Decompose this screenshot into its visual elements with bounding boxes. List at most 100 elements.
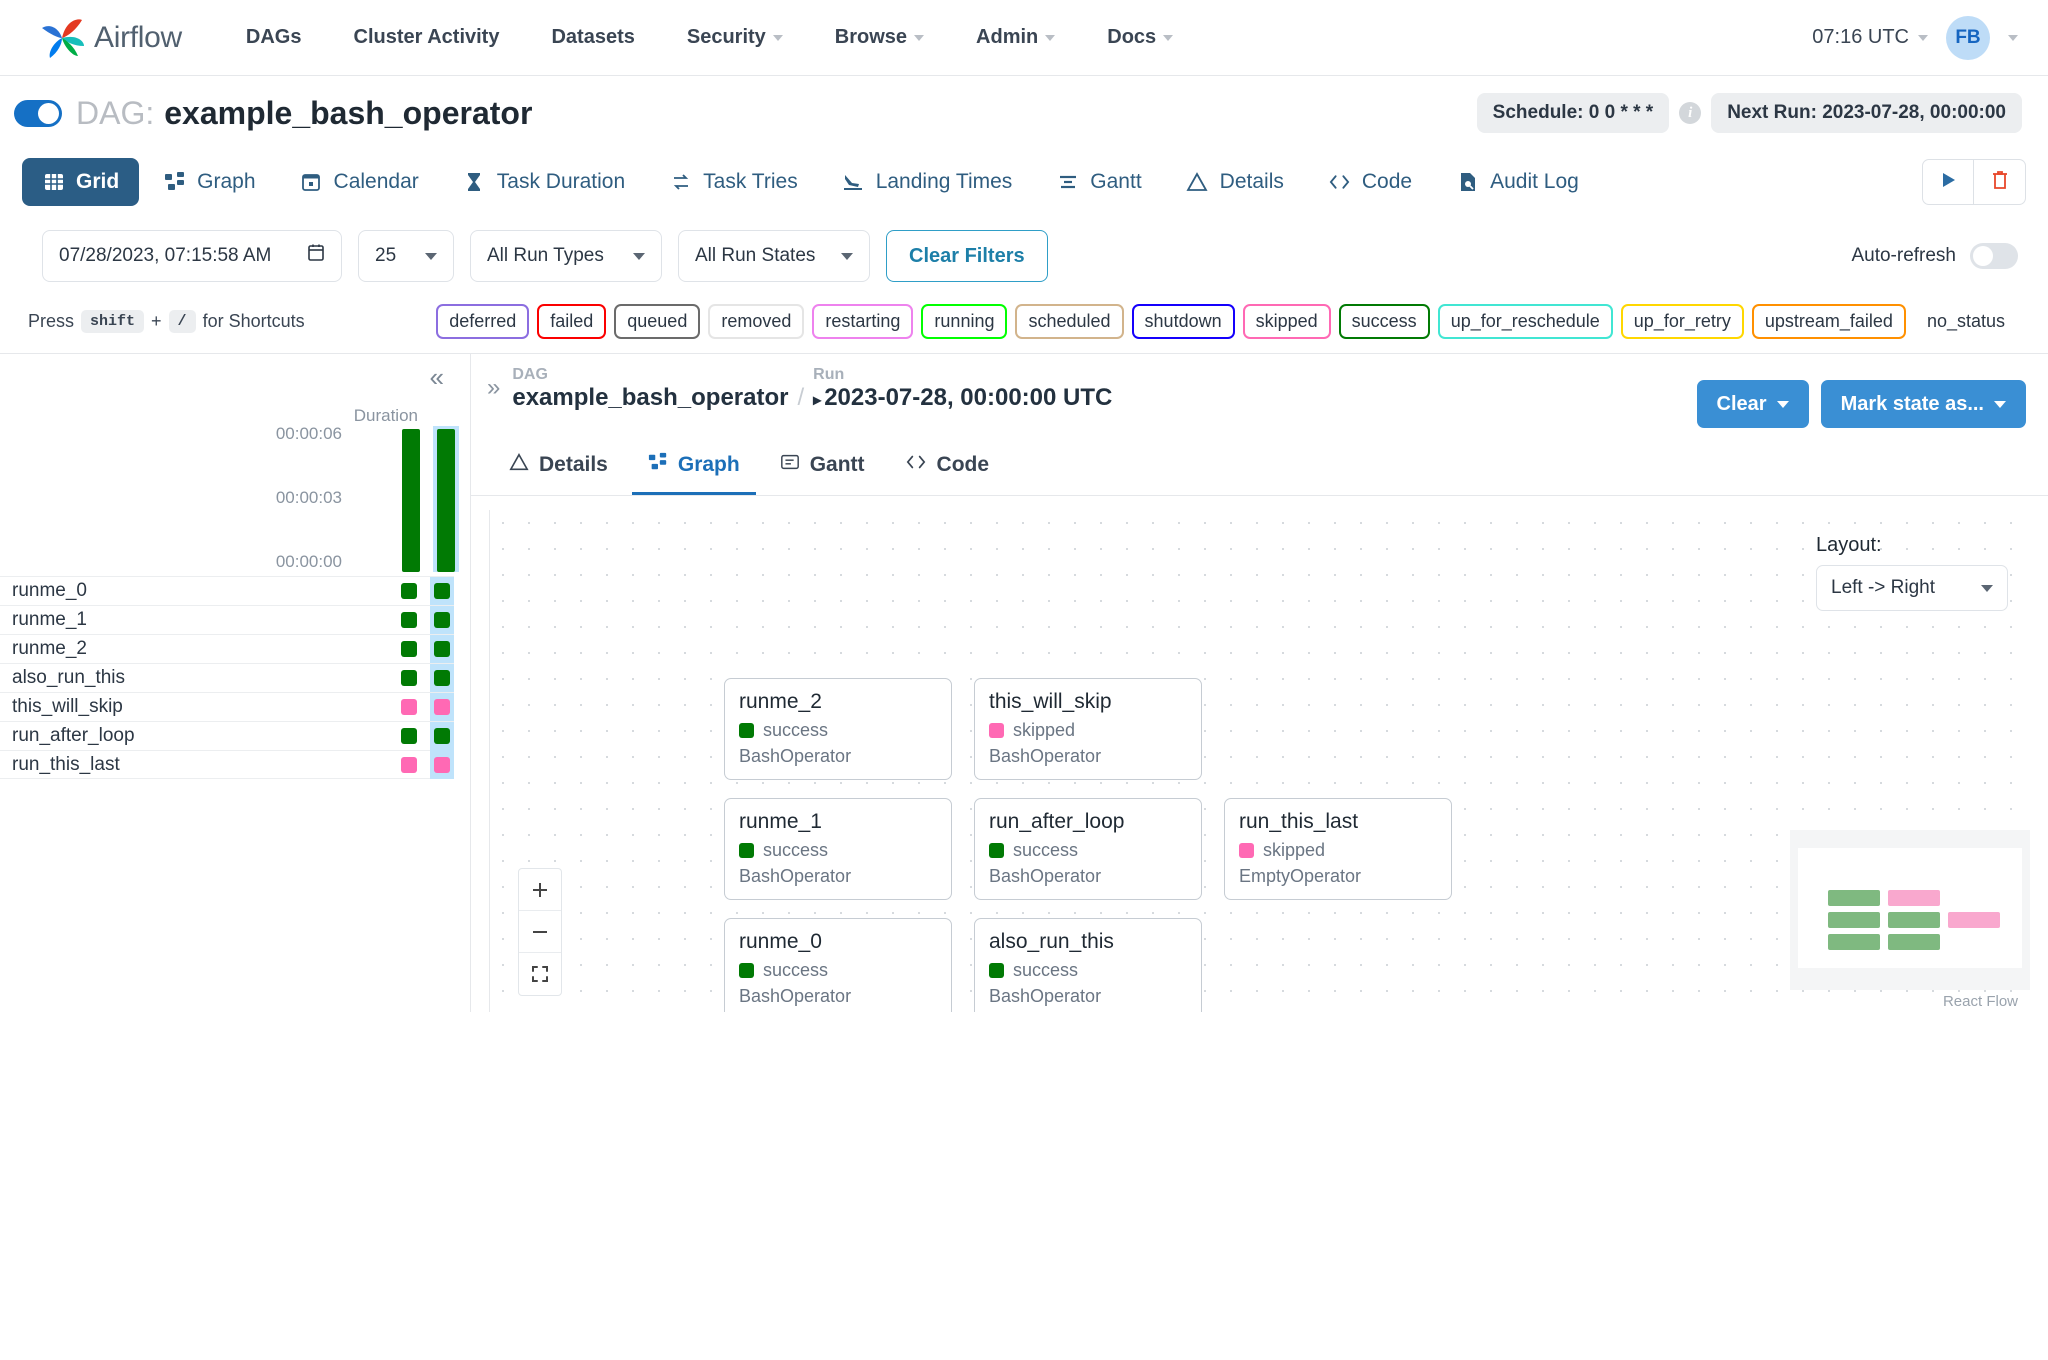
clear-filters-button[interactable]: Clear Filters bbox=[886, 230, 1048, 282]
legend-badge-failed[interactable]: failed bbox=[537, 304, 607, 339]
task-row[interactable]: run_after_loop bbox=[0, 721, 454, 751]
legend-badge-no-status[interactable]: no_status bbox=[1926, 311, 2005, 331]
legend-badge-running[interactable]: running bbox=[921, 304, 1008, 339]
nav-item-security[interactable]: Security bbox=[661, 18, 809, 57]
task-row[interactable]: runme_2 bbox=[0, 634, 454, 664]
task-instance-cell[interactable] bbox=[397, 693, 421, 722]
legend-badge-up-for-reschedule[interactable]: up_for_reschedule bbox=[1437, 304, 1613, 339]
legend-badge-restarting[interactable]: restarting bbox=[812, 304, 914, 339]
task-instance-cell[interactable] bbox=[397, 635, 421, 664]
run-duration-bar[interactable] bbox=[437, 428, 455, 572]
task-instance-cell[interactable] bbox=[430, 750, 454, 779]
run-bar-column[interactable] bbox=[398, 426, 424, 572]
task-instance-cell[interactable] bbox=[397, 606, 421, 635]
nav-item-docs[interactable]: Docs bbox=[1081, 18, 1199, 57]
task-row[interactable]: this_will_skip bbox=[0, 692, 454, 722]
run-duration-bar[interactable] bbox=[402, 428, 420, 572]
task-row[interactable]: run_this_last bbox=[0, 750, 454, 779]
zoom-out-button[interactable] bbox=[519, 911, 561, 953]
task-instance-cell[interactable] bbox=[397, 750, 421, 779]
tab-task-duration[interactable]: Task Duration bbox=[443, 158, 645, 206]
graph-node-operator: BashOperator bbox=[739, 986, 852, 1006]
code-icon bbox=[905, 452, 927, 478]
legend-badge-shutdown[interactable]: shutdown bbox=[1131, 304, 1235, 339]
collapse-grid-icon[interactable]: « bbox=[429, 362, 444, 392]
tab-code[interactable]: Code bbox=[1308, 158, 1432, 206]
expand-grid-icon[interactable]: » bbox=[487, 374, 501, 401]
breadcrumb-dag[interactable]: DAG example_bash_operator bbox=[512, 366, 788, 412]
tab-gantt[interactable]: Gantt bbox=[1036, 158, 1161, 206]
run-limit-select[interactable]: 25 bbox=[358, 230, 454, 282]
tab-audit-log[interactable]: Audit Log bbox=[1436, 158, 1599, 206]
task-instance-cell[interactable] bbox=[397, 577, 421, 606]
minimap-node bbox=[1888, 912, 1940, 928]
subtab-details[interactable]: Details bbox=[493, 442, 624, 495]
chevron-down-icon bbox=[425, 252, 437, 260]
delete-dag-button[interactable] bbox=[1974, 159, 2026, 205]
brand-logo-link[interactable]: Airflow bbox=[36, 12, 182, 64]
task-row[interactable]: runme_0 bbox=[0, 576, 454, 606]
tab-task-tries[interactable]: Task Tries bbox=[649, 158, 818, 206]
utc-clock[interactable]: 07:16 UTC bbox=[1812, 26, 1928, 49]
tab-graph[interactable]: Graph bbox=[143, 158, 275, 206]
legend-badge-scheduled[interactable]: scheduled bbox=[1015, 304, 1124, 339]
fit-view-button[interactable] bbox=[519, 953, 561, 995]
nav-item-datasets[interactable]: Datasets bbox=[525, 18, 660, 57]
nav-item-cluster-activity[interactable]: Cluster Activity bbox=[328, 18, 526, 57]
graph-node-operator: BashOperator bbox=[989, 746, 1102, 766]
nav-item-dags[interactable]: DAGs bbox=[220, 18, 328, 57]
task-row[interactable]: also_run_this bbox=[0, 663, 454, 693]
task-row[interactable]: runme_1 bbox=[0, 605, 454, 635]
subtab-code[interactable]: Code bbox=[889, 442, 1006, 495]
task-instance-cell[interactable] bbox=[430, 692, 454, 722]
layout-select[interactable]: Left -> Right bbox=[1816, 565, 2008, 611]
legend-badge-skipped[interactable]: skipped bbox=[1242, 304, 1331, 339]
trigger-dag-button[interactable] bbox=[1922, 159, 1974, 205]
mark-state-button[interactable]: Mark state as... bbox=[1820, 380, 2026, 428]
task-instance-cell[interactable] bbox=[397, 664, 421, 693]
task-instance-cell[interactable] bbox=[430, 576, 454, 606]
tab-grid[interactable]: Grid bbox=[22, 158, 140, 206]
tab-details[interactable]: Details bbox=[1166, 158, 1304, 206]
run-bar-column[interactable] bbox=[433, 426, 459, 572]
task-instance-cell[interactable] bbox=[397, 722, 421, 751]
breadcrumb-run[interactable]: Run ▸2023-07-28, 00:00:00 UTC bbox=[813, 366, 1112, 412]
nav-item-browse[interactable]: Browse bbox=[809, 18, 950, 57]
nav-item-admin[interactable]: Admin bbox=[950, 18, 1081, 57]
minimap-viewport bbox=[1798, 848, 2022, 968]
subtab-gantt[interactable]: Gantt bbox=[764, 442, 881, 495]
base-date-input[interactable]: 07/28/2023, 07:15:58 AM bbox=[42, 230, 342, 282]
task-instance-cell[interactable] bbox=[430, 721, 454, 751]
legend-badge-up-for-retry[interactable]: up_for_retry bbox=[1620, 304, 1744, 339]
chevron-down-icon[interactable] bbox=[2008, 34, 2018, 41]
auto-refresh-toggle[interactable] bbox=[1970, 243, 2018, 269]
dag-pause-toggle[interactable] bbox=[14, 99, 62, 127]
info-icon[interactable]: i bbox=[1679, 102, 1702, 124]
legend-badge-deferred[interactable]: deferred bbox=[436, 304, 530, 339]
task-instance-cell[interactable] bbox=[430, 634, 454, 664]
clear-run-button[interactable]: Clear bbox=[1696, 380, 1809, 428]
shortcut-hint: Press shift + / for Shortcuts bbox=[28, 310, 305, 333]
task-instance-cell[interactable] bbox=[430, 663, 454, 693]
legend-badge-removed[interactable]: removed bbox=[708, 304, 805, 339]
legend-badge-success[interactable]: success bbox=[1338, 304, 1430, 339]
user-avatar[interactable]: FB bbox=[1946, 15, 1990, 60]
run-type-select[interactable]: All Run Types bbox=[470, 230, 662, 282]
task-instance-cell[interactable] bbox=[430, 605, 454, 635]
run-state-select[interactable]: All Run States bbox=[678, 230, 870, 282]
subtab-graph[interactable]: Graph bbox=[631, 442, 756, 495]
tab-landing-times[interactable]: Landing Times bbox=[822, 158, 1033, 206]
zoom-in-button[interactable] bbox=[519, 869, 561, 911]
legend-badge-upstream-failed[interactable]: upstream_failed bbox=[1751, 304, 1906, 339]
legend-badge-queued[interactable]: queued bbox=[614, 304, 701, 339]
tab-calendar[interactable]: Calendar bbox=[280, 158, 439, 206]
graph-minimap[interactable] bbox=[1790, 830, 2030, 990]
